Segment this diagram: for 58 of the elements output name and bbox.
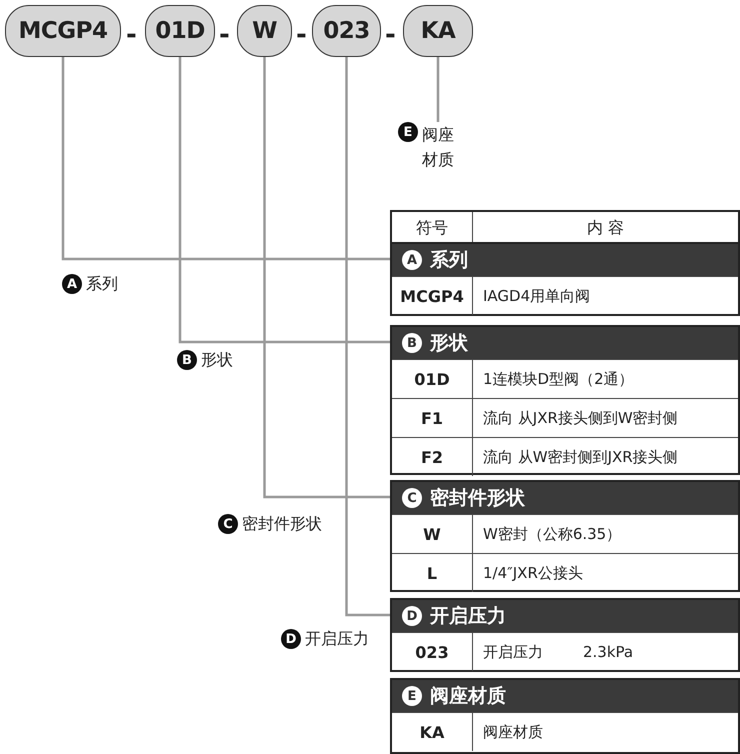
letter-badge: A (402, 250, 422, 270)
hyphen-separator: - (126, 22, 137, 48)
code-segment-pill: 01D (145, 5, 215, 57)
code-cell: 01D (392, 360, 473, 398)
description-text: 开启压力 (483, 642, 543, 662)
description-cell-text: 1连模块D型阀（2通） (482, 368, 635, 390)
description-cell-text: 1/4″JXR公接头 (482, 562, 584, 584)
hyphen-separator: - (385, 22, 396, 48)
leader-line (178, 57, 390, 344)
letter-badge: C (218, 514, 238, 534)
letter-badge: D (402, 606, 422, 626)
letter-badge: A (62, 274, 82, 294)
hyphen-separator: - (296, 22, 307, 48)
section-title: 系列 (430, 248, 468, 273)
code-cell: KA (392, 713, 473, 751)
option-table (390, 480, 740, 592)
code-cell: W (392, 515, 473, 553)
description-cell-text: 流向 从JXR接头侧到W密封侧 (482, 408, 679, 428)
description-cell-text: W密封（公称6.35） (482, 524, 622, 544)
code-segment-pill: KA (403, 5, 473, 57)
letter-badge: B (402, 333, 422, 353)
code-cell: F1 (392, 399, 473, 437)
option-table (390, 678, 740, 754)
section-title: 形状 (430, 331, 468, 356)
leader-line (263, 57, 390, 498)
letter-badge: D (281, 629, 301, 649)
description-cell-text: 流向 从W密封侧到JXR接头侧 (482, 446, 679, 468)
leader-line (345, 57, 390, 616)
letter-badge: B (177, 350, 197, 370)
code-segment-pill: MCGP4 (5, 5, 121, 57)
option-table (390, 242, 740, 316)
code-cell: L (392, 554, 473, 592)
leader-line (62, 57, 390, 260)
letter-badge: E (398, 122, 418, 142)
field-label: 形状 (201, 350, 233, 370)
callout-label: 阀座材质 (422, 124, 455, 171)
section-title: 阀座材质 (430, 684, 506, 709)
field-label: 系列 (86, 274, 118, 294)
table-header (390, 210, 740, 244)
code-segment-pill: W (237, 5, 292, 57)
letter-badge: E (402, 686, 422, 706)
field-label: 密封件形状 (242, 514, 322, 534)
description-cell-text: IAGD4用单向阀 (482, 286, 592, 306)
code-cell: 023 (392, 633, 473, 671)
code-cell: MCGP4 (392, 277, 473, 315)
letter-badge: C (402, 488, 422, 508)
option-table (390, 325, 740, 475)
column-header: 内 容 (586, 216, 626, 238)
code-segment-pill: 023 (312, 5, 381, 57)
hyphen-separator: - (219, 22, 230, 48)
section-title: 开启压力 (430, 604, 506, 629)
option-table (390, 598, 740, 672)
code-cell: F2 (392, 438, 473, 476)
section-title: 密封件形状 (430, 486, 525, 511)
description-cell-text: 阀座材质 (482, 722, 544, 742)
field-label: 开启压力 (305, 628, 369, 650)
description-text: 2.3kPa (583, 643, 634, 661)
leader-line (436, 57, 440, 122)
